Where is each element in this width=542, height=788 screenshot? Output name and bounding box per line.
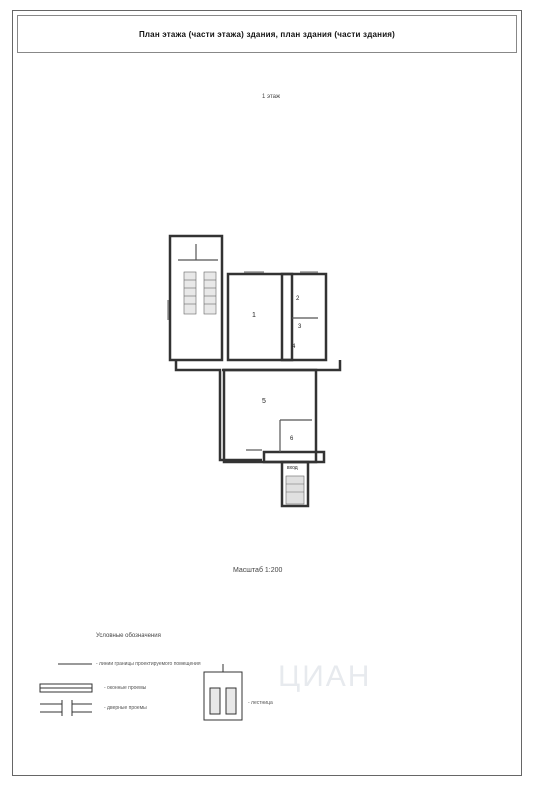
partitions	[178, 244, 318, 452]
room-label-5: 5	[262, 398, 266, 405]
document-sheet: План этажа (части этажа) здания, план зд…	[12, 10, 522, 776]
stairs-icon	[203, 664, 243, 721]
plan-walls	[168, 234, 342, 508]
door-icon	[40, 700, 92, 716]
floor-label: 1 этаж	[262, 94, 280, 100]
window-marks	[167, 271, 318, 463]
title-box: План этажа (части этажа) здания, план зд…	[17, 15, 517, 53]
room-right	[280, 272, 328, 362]
scale-label: Масштаб 1:200	[233, 567, 283, 574]
entrance-stairs	[280, 460, 310, 508]
legend-item-window: - оконные проемы	[104, 685, 147, 691]
document-title: План этажа (части этажа) здания, план зд…	[138, 29, 396, 39]
stair-block	[168, 234, 224, 362]
entrance-label: вход	[287, 465, 298, 471]
room-label-1: 1	[252, 312, 256, 319]
room-label-4: 4	[292, 344, 296, 350]
room-label-2: 2	[296, 296, 300, 302]
window-icon	[39, 683, 93, 693]
watermark: ЦИАН	[278, 660, 372, 693]
room-label-3: 3	[298, 324, 302, 330]
legend-item-line: - линии границы проектируемого помещения	[96, 661, 201, 667]
stair-treads	[183, 271, 305, 505]
legend-item-door: - дверные проемы	[104, 705, 147, 711]
room-label-6: 6	[290, 436, 294, 442]
legend-title: Условные обозначения	[96, 633, 161, 639]
outer-wall-left	[174, 360, 262, 462]
room-middle	[226, 272, 294, 362]
legend-item-stairs: - лестница	[248, 700, 273, 706]
